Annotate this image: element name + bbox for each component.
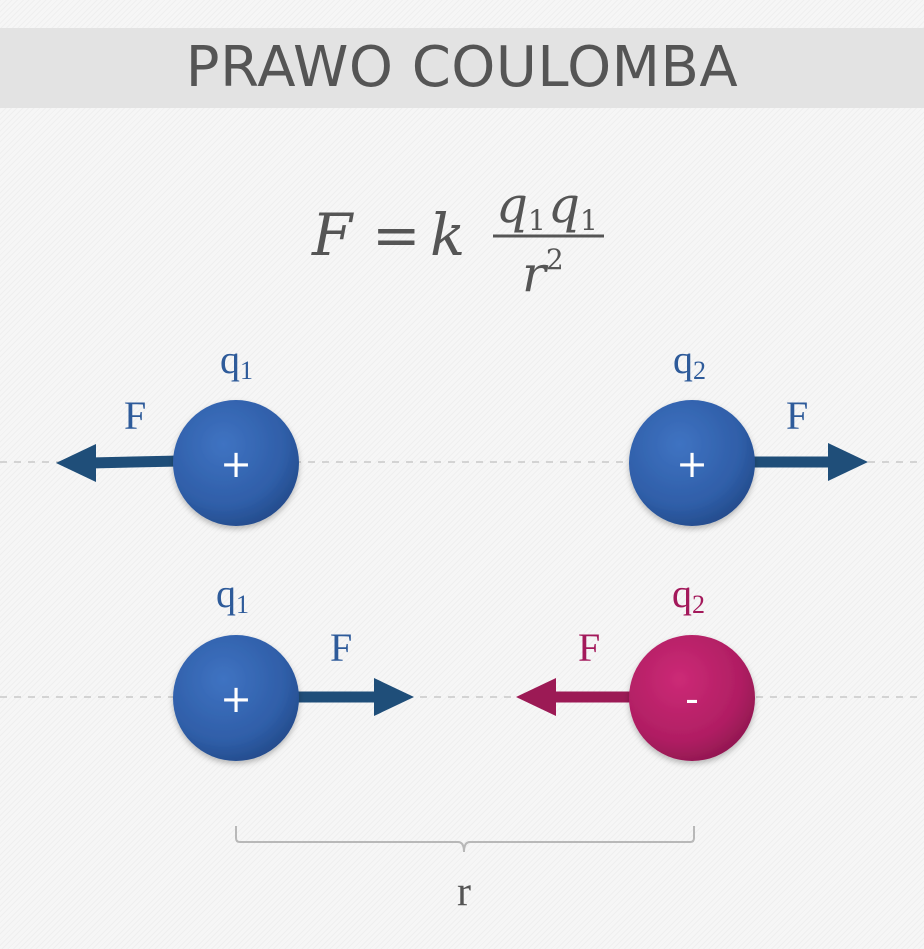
charge-q2-attraction-label: q2 [672, 571, 705, 619]
force-label-q1-attraction: F [330, 625, 352, 670]
force-label-left-repulsion: F [124, 393, 146, 438]
formula-constant: k [430, 201, 465, 269]
force-arrow-left-head [56, 444, 96, 482]
charge-q2-attraction-label-sub: 2 [692, 590, 705, 619]
charge-q1-attraction-sign: + [220, 677, 252, 721]
formula-denominator: r2 [522, 243, 564, 303]
formula-denominator-base: r [522, 245, 549, 303]
force-arrow-q1-head [374, 678, 414, 716]
formula: F = k q1 q1 r2 [311, 176, 604, 303]
force-label-right-repulsion: F [786, 393, 808, 438]
formula-numerator-q1-base: q [496, 176, 528, 234]
force-label-q2-attraction: F [578, 625, 600, 670]
formula-numerator-q2: q1 [548, 176, 598, 237]
force-arrow-right-head [828, 443, 868, 481]
charge-q1-repulsion [173, 400, 299, 526]
distance-label: r [457, 869, 471, 915]
charge-q2-attraction-sign: - [685, 677, 699, 721]
charge-q1-attraction-label-base: q [216, 571, 236, 616]
charge-q1-attraction-label-sub: 1 [236, 590, 249, 619]
charge-q2-repulsion-label: q2 [673, 337, 706, 385]
attraction-row: + - q1 q2 F F [173, 571, 755, 761]
charge-q1-attraction [173, 635, 299, 761]
charge-q2-repulsion-label-sub: 2 [693, 356, 706, 385]
repulsion-row: + + q1 q2 F F [56, 337, 868, 526]
formula-equals: = [372, 201, 421, 269]
force-arrow-left-shaft [89, 455, 181, 469]
charge-q1-repulsion-label-sub: 1 [240, 356, 253, 385]
distance-bracket-path [235, 826, 695, 853]
charge-q2-repulsion-label-base: q [673, 337, 693, 382]
page-title: PRAWO COULOMBA [185, 35, 739, 100]
force-arrow-q2-head [516, 678, 556, 716]
charge-q1-repulsion-label-base: q [220, 337, 240, 382]
charge-q2-attraction [629, 635, 755, 761]
formula-denominator-exp: 2 [546, 243, 564, 276]
charge-q2-repulsion-sign: + [676, 442, 708, 486]
formula-numerator-q2-sub: 1 [580, 204, 598, 237]
charge-q1-attraction-label: q1 [216, 571, 249, 619]
formula-lhs: F [311, 201, 354, 269]
formula-numerator-q1: q1 [496, 176, 546, 237]
title-bar: PRAWO COULOMBA [0, 28, 924, 108]
distance-bracket [235, 826, 695, 853]
charge-q1-repulsion-sign: + [220, 442, 252, 486]
charge-q1-repulsion-label: q1 [220, 337, 253, 385]
formula-numerator-q1-sub: 1 [528, 204, 546, 237]
formula-numerator-q2-base: q [548, 176, 580, 234]
charge-q2-repulsion [629, 400, 755, 526]
charge-q2-attraction-label-base: q [672, 571, 692, 616]
